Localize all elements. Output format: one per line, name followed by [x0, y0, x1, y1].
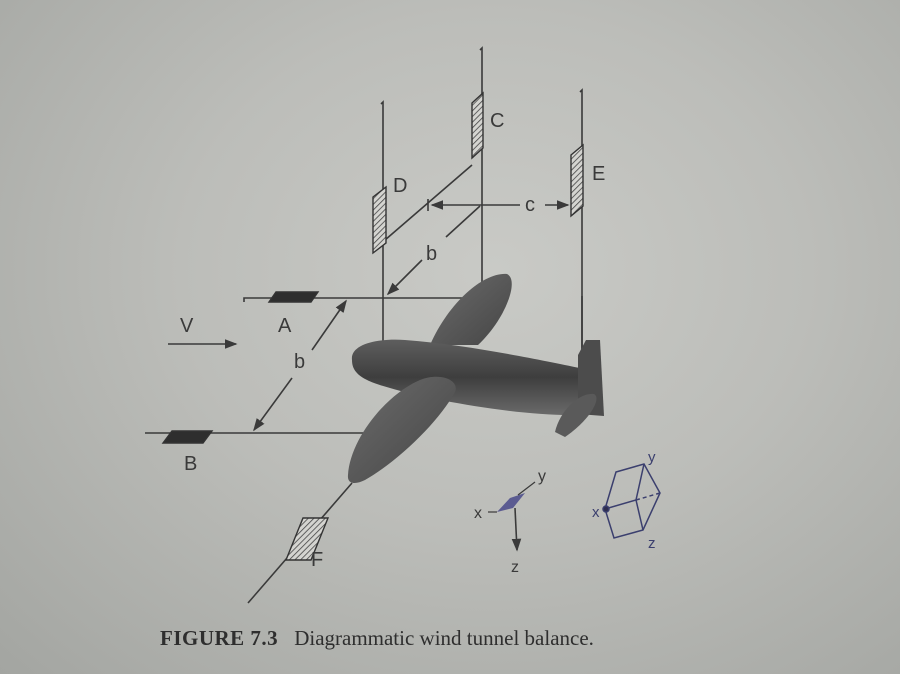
hand-y-label: y — [648, 449, 656, 466]
label-c: C — [490, 110, 504, 132]
balance-b — [161, 430, 214, 444]
label-spacing-c: c — [525, 194, 535, 216]
hand-x-label: x — [592, 504, 600, 521]
label-e: E — [592, 163, 605, 185]
label-velocity: V — [180, 315, 194, 337]
aircraft-model — [347, 273, 604, 483]
label-span-top: b — [426, 243, 437, 265]
hand-z-label: z — [648, 535, 656, 552]
balance-e — [570, 143, 584, 218]
axis-x-label: x — [474, 505, 482, 522]
label-f: F — [311, 549, 323, 571]
vertical-wires — [145, 46, 583, 604]
handwritten-cube-sketch — [602, 463, 661, 539]
label-a: A — [278, 315, 292, 337]
figure-caption-text: Diagrammatic wind tunnel balance. — [294, 626, 594, 650]
label-span-front: b — [294, 351, 305, 373]
balance-c — [471, 91, 484, 160]
wire-e — [579, 88, 583, 372]
figure-number: FIGURE 7.3 — [160, 626, 279, 650]
axis-z-label: z — [511, 559, 519, 576]
balance-f — [284, 517, 330, 561]
wire-c — [479, 46, 483, 296]
axis-y-label: y — [538, 468, 546, 485]
balance-a — [267, 291, 320, 303]
label-d: D — [393, 175, 407, 197]
figure-caption: FIGURE 7.3 Diagrammatic wind tunnel balan… — [160, 626, 594, 651]
axis-triad — [488, 481, 536, 552]
balance-d — [372, 185, 387, 255]
balances — [161, 91, 584, 561]
label-b: B — [184, 453, 197, 475]
